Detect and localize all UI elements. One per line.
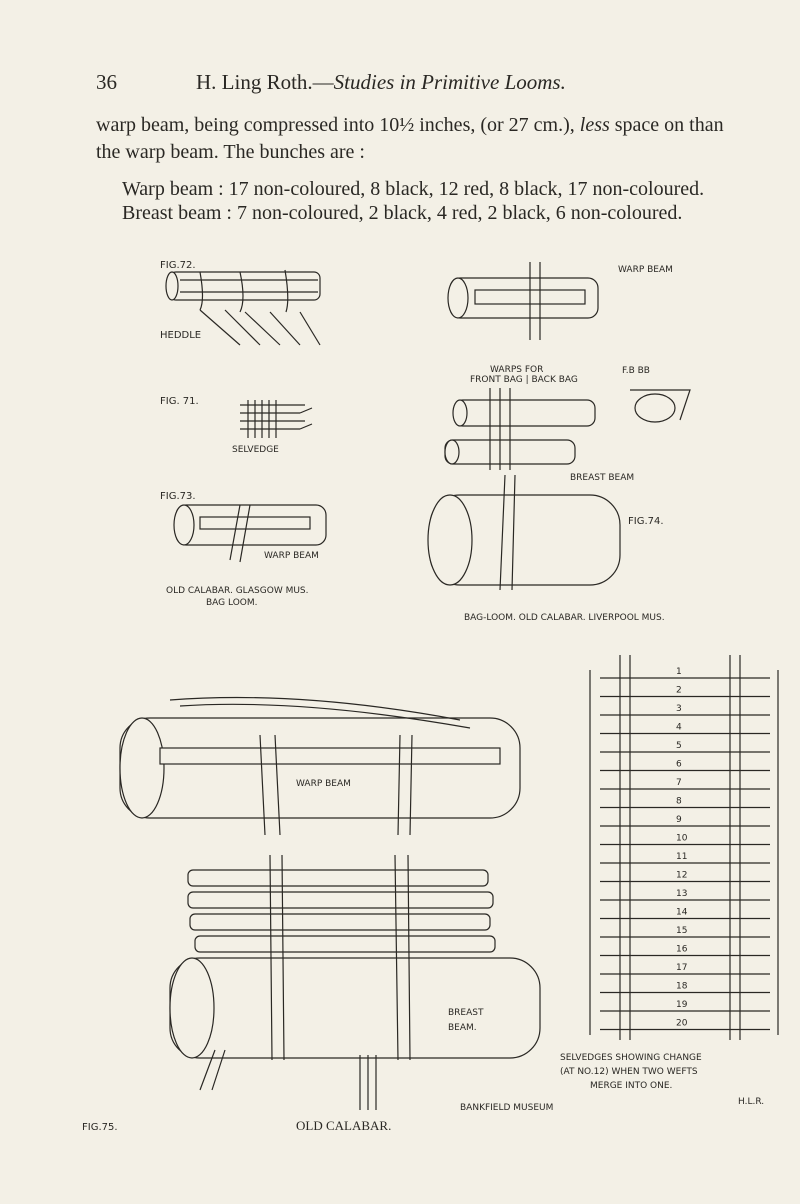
breast-beam-bunches: Breast beam : 7 non-coloured, 2 black, 4… bbox=[122, 202, 683, 224]
selvedge-row-number: 14 bbox=[676, 908, 688, 918]
fig74-caption: BAG-LOOM. OLD CALABAR. LIVERPOOL MUS. bbox=[464, 613, 665, 623]
fig71-caption: SELVEDGE bbox=[232, 445, 279, 455]
fig72-label: FIG.72. bbox=[160, 260, 196, 271]
selvedges-caption-1: SELVEDGES SHOWING CHANGE bbox=[560, 1053, 702, 1063]
fig74-callout-warps-1: WARPS FOR bbox=[490, 365, 543, 375]
fig72-heddle-drawing bbox=[165, 269, 321, 346]
selvedges-caption-2: (AT NO.12) WHEN TWO WEFTS bbox=[560, 1067, 698, 1077]
fig71-label: FIG. 71. bbox=[160, 396, 199, 407]
fig74-label: FIG.74. bbox=[628, 516, 664, 527]
running-header: 36 H. Ling Roth.—Studies in Primitive Lo… bbox=[96, 70, 708, 100]
fig72-caption: HEDDLE bbox=[160, 330, 201, 341]
selvedge-row-number: 15 bbox=[676, 926, 687, 936]
page-number: 36 bbox=[96, 70, 117, 94]
fig75-callout-breast-2: BEAM. bbox=[448, 1023, 477, 1033]
selvedge-row-number: 3 bbox=[676, 704, 682, 714]
selvedges-caption-3: MERGE INTO ONE. bbox=[590, 1081, 672, 1091]
fig74-callout-breast: BREAST BEAM bbox=[570, 473, 634, 483]
fig74-bag-loom-drawing bbox=[427, 262, 691, 591]
selvedge-row-number: 7 bbox=[676, 778, 682, 788]
fig75-callout-warp: WARP BEAM bbox=[296, 779, 351, 789]
selvedge-row-number: 4 bbox=[676, 723, 682, 733]
fig75-caption: OLD CALABAR. bbox=[296, 1118, 391, 1133]
fig75-drawing bbox=[119, 696, 541, 1110]
fig74-callout-warp: WARP BEAM bbox=[618, 265, 673, 275]
selvedge-row-number: 17 bbox=[676, 963, 687, 973]
paragraph: warp beam, being compressed into 10½ inc… bbox=[96, 112, 736, 166]
selvedge-row-number: 5 bbox=[676, 741, 682, 751]
fig75-label: FIG.75. bbox=[82, 1122, 118, 1133]
fig74-callout-fb: F.B BB bbox=[622, 366, 650, 376]
selvedge-row-number: 6 bbox=[676, 760, 682, 770]
selvedge-row-number: 19 bbox=[676, 1000, 688, 1010]
paragraph-emphasis: less bbox=[579, 114, 610, 136]
selvedge-row-number: 1 bbox=[676, 667, 682, 677]
selvedge-row-number: 18 bbox=[676, 982, 688, 992]
selvedges-drawing bbox=[589, 655, 779, 1040]
fig74-callout-warps-2: FRONT BAG | BACK BAG bbox=[470, 375, 578, 385]
selvedges-caption-4: BANKFIELD MUSEUM bbox=[460, 1103, 553, 1113]
running-head: H. Ling Roth.—Studies in Primitive Looms… bbox=[196, 70, 566, 94]
selvedge-row-number: 13 bbox=[676, 889, 687, 899]
warp-beam-bunches: Warp beam : 17 non-coloured, 8 black, 12… bbox=[122, 178, 705, 200]
running-head-author: H. Ling Roth. bbox=[196, 70, 313, 94]
selvedge-row-number: 9 bbox=[676, 815, 682, 825]
running-head-title: Studies in Primitive Looms. bbox=[333, 70, 566, 94]
fig71-selvedge-drawing bbox=[240, 400, 313, 438]
selvedge-row-number: 8 bbox=[676, 797, 682, 807]
fig73-label: FIG.73. bbox=[160, 491, 196, 502]
fig73-caption-1: OLD CALABAR. GLASGOW MUS. bbox=[166, 586, 309, 596]
selvedge-row-number: 10 bbox=[676, 834, 688, 844]
fig73-caption-2: BAG LOOM. bbox=[206, 598, 258, 608]
selvedge-row-number: 2 bbox=[676, 686, 682, 696]
selvedge-row-number: 12 bbox=[676, 871, 687, 881]
fig73-callout: WARP BEAM bbox=[264, 551, 319, 561]
paragraph-text-2: space on than the warp beam. The bunches… bbox=[96, 114, 724, 163]
selvedge-row-number: 16 bbox=[676, 945, 688, 955]
paragraph-text-1: warp beam, being compressed into 10½ inc… bbox=[96, 114, 580, 136]
fig75-callout-breast-1: BREAST bbox=[448, 1008, 484, 1018]
selvedge-row-number: 11 bbox=[676, 852, 687, 862]
selvedge-row-number: 20 bbox=[676, 1019, 688, 1029]
selvedges-initials: H.L.R. bbox=[738, 1097, 764, 1107]
fig73-warp-beam-drawing bbox=[173, 504, 327, 563]
